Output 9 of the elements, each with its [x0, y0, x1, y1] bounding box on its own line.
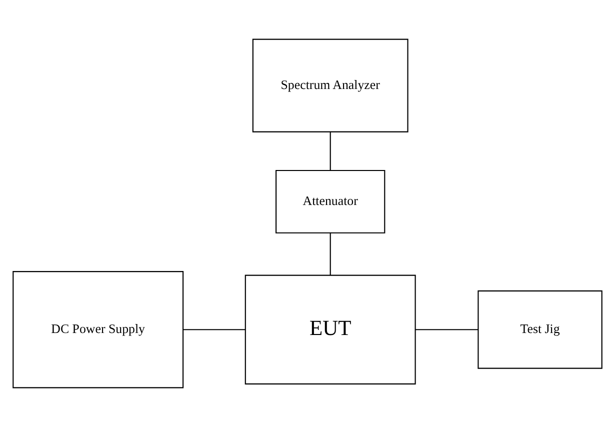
node-box: DC Power Supply [12, 271, 184, 388]
node-box: Spectrum Analyzer [252, 38, 408, 132]
connector [330, 232, 331, 276]
connector [183, 329, 246, 330]
node-box: Attenuator [276, 170, 386, 234]
node-box: EUT [244, 274, 416, 384]
connector [415, 329, 478, 330]
node-box: Test Jig [478, 290, 602, 369]
connector [330, 132, 331, 170]
